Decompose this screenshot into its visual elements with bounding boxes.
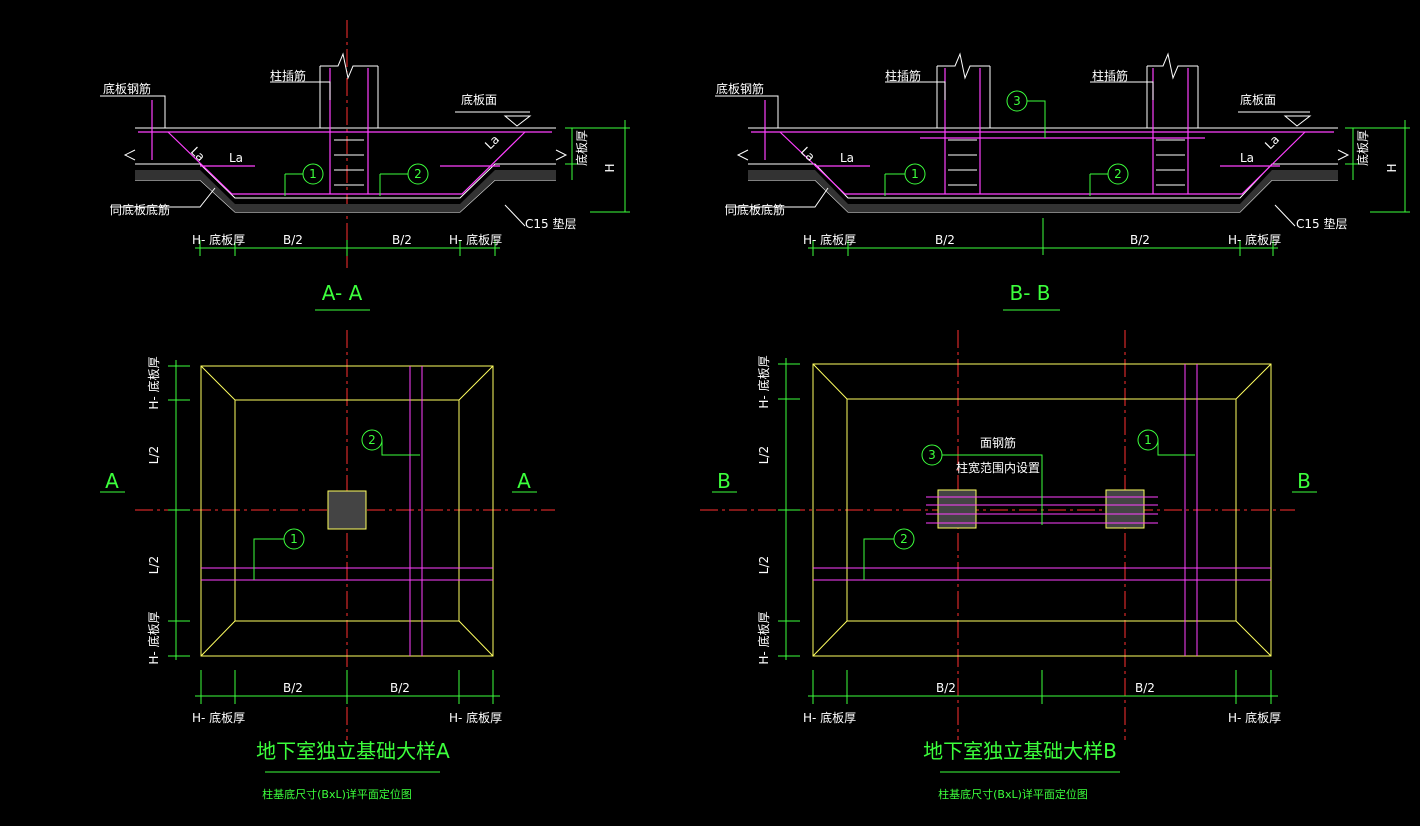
- label-slab-top-b: 底板面: [1240, 92, 1276, 107]
- plan-a-dim-l-top: L/2: [147, 446, 161, 464]
- plan-b-dim-b-left: B/2: [936, 681, 956, 695]
- plan-b-dim-b-right: B/2: [1135, 681, 1155, 695]
- section-title-b: B- B: [1009, 281, 1050, 305]
- callout-1b: 1: [911, 167, 919, 181]
- ties: [334, 139, 364, 186]
- label-cushion-b: C15 垫层: [1296, 216, 1347, 231]
- rebars-plan-a: [201, 366, 493, 656]
- plan-b: 1 3 2 面钢筋 柱宽范围内设置 B B H- 底板厚 L/2 L/2 H- …: [700, 330, 1317, 801]
- plan-b-dim-h-right: H- 底板厚: [1228, 710, 1281, 725]
- plan-b-dim-h-left: H- 底板厚: [803, 710, 856, 725]
- rebars-b: [751, 68, 1334, 195]
- cushion-layer-b: [748, 170, 1338, 212]
- label-slab-bar: 底板钢筋: [103, 81, 151, 96]
- label-face-bar: 面钢筋: [980, 435, 1016, 450]
- section-mark-a-left: A: [105, 469, 119, 493]
- callout-2: 2: [414, 167, 422, 181]
- dim-b-half-right-b: B/2: [1130, 233, 1150, 247]
- callout-1: 1: [309, 167, 317, 181]
- label-same-slab-bar: 同底板底筋: [110, 202, 170, 217]
- plan-b-dim-top: H- 底板厚: [756, 355, 771, 408]
- section-mark-a-right: A: [517, 469, 531, 493]
- section-a-a: 1 2 底板钢筋 柱插筋 底板面 La La La 同底板底筋 C15 垫层 底…: [100, 20, 630, 311]
- plan-a-dim-bot: H- 底板厚: [146, 611, 161, 664]
- title-a: 地下室独立基础大样A: [256, 739, 450, 763]
- cushion-layer: [135, 170, 556, 212]
- title-b: 地下室独立基础大样B: [923, 739, 1117, 763]
- plan-a-dim-h-right: H- 底板厚: [449, 710, 502, 725]
- label-slab-thick-b: 底板厚: [1355, 130, 1370, 166]
- subtitle-b: 柱基底尺寸(BxL)详平面定位图: [938, 787, 1088, 801]
- column-a: [327, 490, 367, 530]
- plan-a-dim-l-bot: L/2: [147, 556, 161, 574]
- callout-3: 3: [1013, 94, 1021, 108]
- dim-h-slab-right-b: H- 底板厚: [1228, 232, 1281, 247]
- plan-a-dim-top: H- 底板厚: [146, 356, 161, 409]
- dim-b-half-left: B/2: [283, 233, 303, 247]
- label-la-diag-b1: La: [798, 144, 818, 164]
- label-la-diag-b2: La: [1262, 132, 1282, 152]
- label-column-bar-b2: 柱插筋: [1092, 68, 1128, 83]
- columns-outline: [936, 52, 1199, 128]
- column-b-right: [1105, 489, 1145, 529]
- plan-b-dim-l-top: L/2: [757, 446, 771, 464]
- section-mark-b-left: B: [717, 469, 731, 493]
- rebars: [138, 68, 552, 195]
- section-mark-b-right: B: [1297, 469, 1311, 493]
- callout-2b: 2: [1114, 167, 1122, 181]
- column-outline: [319, 52, 379, 128]
- dim-h-slab-left: H- 底板厚: [192, 232, 245, 247]
- label-h: H: [603, 163, 617, 172]
- plan-b-callout-1: 1: [1144, 433, 1152, 447]
- plan-a-callout-1: 1: [290, 532, 298, 546]
- label-la: La: [229, 151, 243, 165]
- label-la-diag-right: La: [482, 132, 502, 152]
- plan-b-dim-bot: H- 底板厚: [756, 611, 771, 664]
- label-cushion: C15 垫层: [525, 216, 576, 231]
- plan-b-callout-3: 3: [928, 448, 936, 462]
- footing-outline-b: [812, 363, 1272, 657]
- label-la-b2: La: [1240, 151, 1254, 165]
- column-b-left: [937, 489, 977, 529]
- plan-a: 2 1 A A H- 底板厚 L/2 L/2 H- 底板厚 B/2 B/2 H-…: [100, 330, 555, 801]
- subtitle-a: 柱基底尺寸(BxL)详平面定位图: [262, 787, 412, 801]
- label-within-col: 柱宽范围内设置: [956, 460, 1040, 475]
- plan-a-callout-2: 2: [368, 433, 376, 447]
- plan-b-callout-2: 2: [900, 532, 908, 546]
- section-title-a: A- A: [322, 281, 363, 305]
- dim-h-slab-left-b: H- 底板厚: [803, 232, 856, 247]
- dim-h-slab-right: H- 底板厚: [449, 232, 502, 247]
- footing-outline-a: [200, 365, 494, 657]
- label-same-slab-bar-b: 同底板底筋: [725, 202, 785, 217]
- plan-b-dim-l-bot: L/2: [757, 556, 771, 574]
- section-b-b: 3 1 2 底板钢筋 柱插筋 柱插筋 底板面 La La La La 同底板底筋…: [715, 52, 1410, 311]
- label-slab-top: 底板面: [461, 92, 497, 107]
- label-h-b: H: [1385, 163, 1399, 172]
- label-column-bar: 柱插筋: [270, 68, 306, 83]
- dim-b-half-left-b: B/2: [935, 233, 955, 247]
- plan-a-dim-b-right: B/2: [390, 681, 410, 695]
- label-column-bar-b1: 柱插筋: [885, 68, 921, 83]
- label-slab-bar-b: 底板钢筋: [716, 81, 764, 96]
- plan-a-dim-h-left: H- 底板厚: [192, 710, 245, 725]
- label-la-diag-left: La: [188, 144, 208, 164]
- plan-a-dim-b-left: B/2: [283, 681, 303, 695]
- label-la-b1: La: [840, 151, 854, 165]
- dim-b-half-right: B/2: [392, 233, 412, 247]
- label-slab-thick: 底板厚: [574, 130, 589, 166]
